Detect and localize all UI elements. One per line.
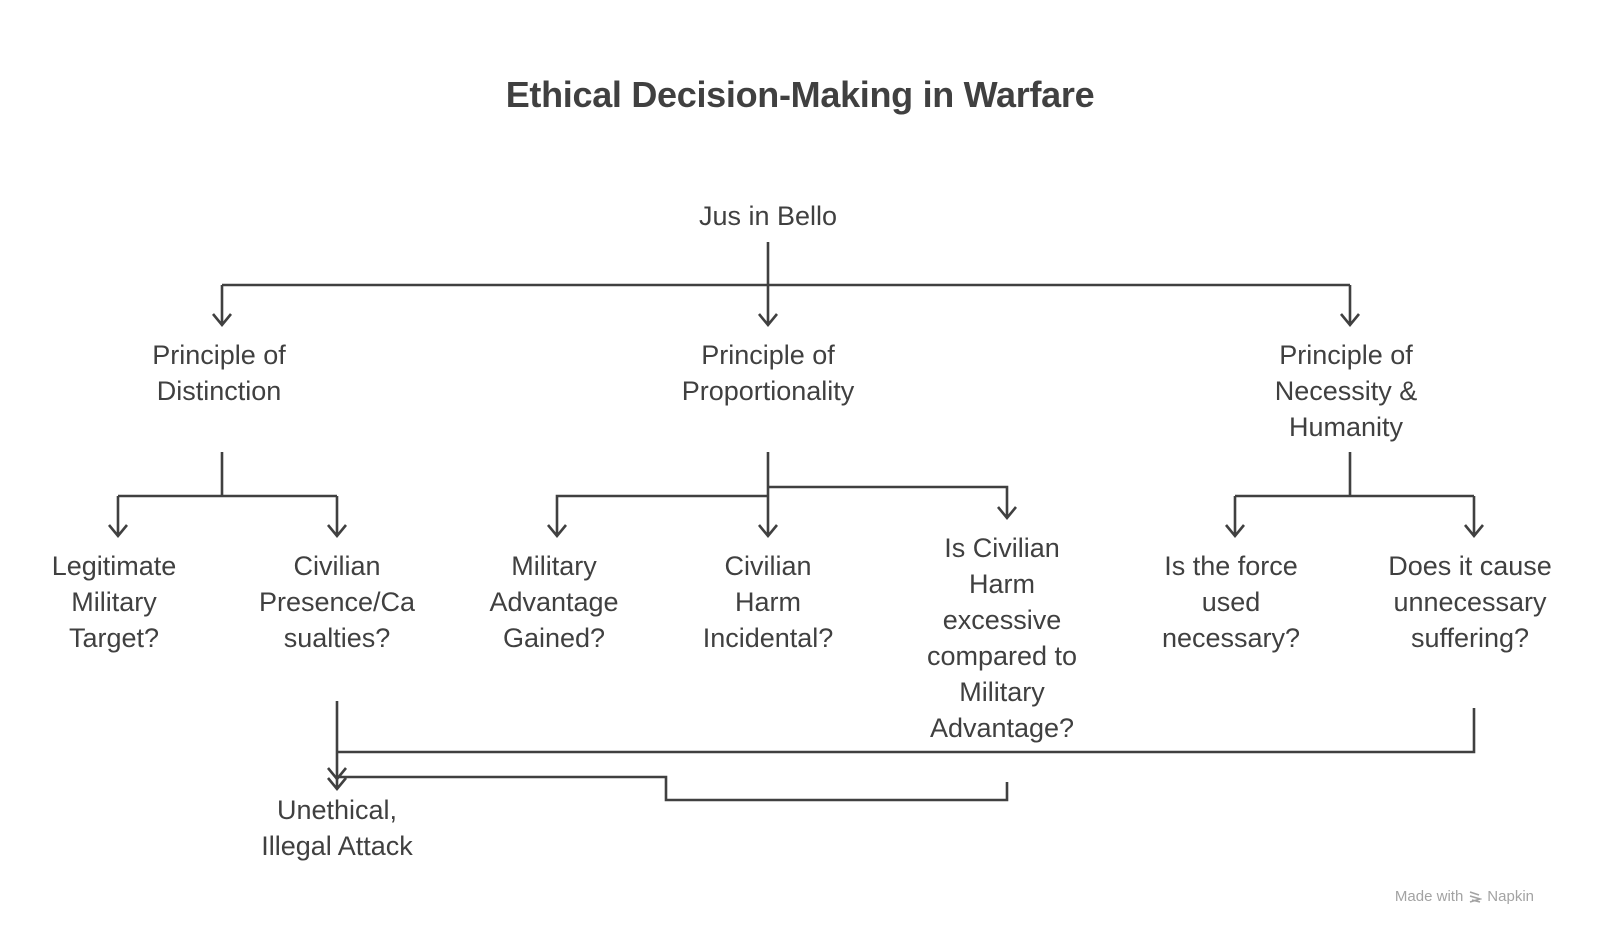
- node-label: Is the force: [1164, 551, 1298, 581]
- node-principle-necessity: Principle of Necessity & Humanity: [1275, 337, 1418, 445]
- edge-root-to-distinction: [211, 285, 233, 328]
- edge-proportionality-to-excessive: [768, 485, 1018, 521]
- node-jus-in-bello: Jus in Bello: [699, 198, 837, 234]
- node-label: Does it cause: [1388, 551, 1552, 581]
- node-label: Jus in Bello: [698, 201, 838, 231]
- node-label: Gained?: [502, 623, 606, 653]
- edge-necessity-bus: [1235, 452, 1474, 498]
- node-label: Military: [959, 677, 1045, 707]
- node-label: Advantage: [489, 587, 619, 617]
- node-force-necessary: Is the force used necessary?: [1162, 548, 1300, 656]
- node-label: Proportionality: [681, 376, 855, 406]
- footer-made-with-text: Made with: [1394, 888, 1464, 905]
- edge-civilian-presence-to-unethical: [326, 701, 348, 792]
- node-label: Legitimate: [51, 551, 177, 581]
- node-label: Humanity: [1288, 412, 1404, 442]
- footer-brand-text: Napkin: [1487, 888, 1534, 905]
- node-label: unnecessary: [1393, 587, 1547, 617]
- node-civilian-harm-incidental: Civilian Harm Incidental?: [703, 548, 834, 656]
- node-label: Harm: [734, 587, 801, 617]
- node-unethical-attack: Unethical, Illegal Attack: [261, 792, 413, 864]
- node-label: Principle of: [1279, 340, 1413, 370]
- napkin-logo-icon: [1470, 890, 1483, 903]
- node-label: Advantage?: [929, 713, 1075, 743]
- node-label: Harm: [969, 569, 1035, 599]
- edge-distinction-to-legitimate: [107, 496, 129, 539]
- node-label: Military: [71, 587, 157, 617]
- edge-root-to-proportionality: [757, 285, 779, 328]
- node-label: suffering?: [1410, 623, 1530, 653]
- node-label: compared to: [926, 641, 1078, 671]
- node-label: Principle of: [152, 340, 286, 370]
- edge-excessive-to-unethical: [326, 767, 1009, 802]
- node-label: Illegal Attack: [261, 831, 413, 861]
- edge-necessity-to-force: [1224, 496, 1246, 539]
- node-label: necessary?: [1161, 623, 1301, 653]
- node-unnecessary-suffering: Does it cause unnecessary suffering?: [1388, 548, 1552, 656]
- node-label: sualties?: [283, 623, 391, 653]
- node-label: Target?: [68, 623, 160, 653]
- node-label: Incidental?: [702, 623, 834, 653]
- edge-necessity-to-suffering: [1463, 496, 1485, 539]
- node-label: Principle of: [701, 340, 835, 370]
- node-principle-proportionality: Principle of Proportionality: [682, 337, 855, 409]
- diagram-title: Ethical Decision-Making in Warfare: [505, 74, 1095, 115]
- node-label: Civilian: [724, 551, 812, 581]
- edge-proportionality-trunk: [757, 452, 779, 539]
- edge-proportionality-to-military: [546, 494, 768, 539]
- node-label: Civilian: [293, 551, 381, 581]
- edge-distinction-bus: [118, 452, 337, 498]
- node-label: Presence/Ca: [258, 587, 416, 617]
- node-label: used: [1201, 587, 1261, 617]
- edge-suffering-to-unethical: [337, 708, 1476, 754]
- node-label: Is Civilian: [944, 533, 1060, 563]
- node-label: Unethical,: [276, 795, 398, 825]
- node-label: Distinction: [156, 376, 282, 406]
- edge-distinction-to-civilian-presence: [326, 496, 348, 539]
- node-label: excessive: [942, 605, 1062, 635]
- edge-root-to-necessity: [1339, 285, 1361, 328]
- node-civilian-harm-excessive: Is Civilian Harm excessive compared to M…: [927, 530, 1077, 746]
- made-with-napkin-footer: Made with Napkin: [1395, 888, 1534, 905]
- node-military-advantage: Military Advantage Gained?: [489, 548, 618, 656]
- node-label: Military: [511, 551, 597, 581]
- node-legitimate-target: Legitimate Military Target?: [52, 548, 177, 656]
- node-civilian-presence: Civilian Presence/Ca sualties?: [259, 548, 415, 656]
- node-label: Necessity &: [1274, 376, 1418, 406]
- node-principle-distinction: Principle of Distinction: [152, 337, 286, 409]
